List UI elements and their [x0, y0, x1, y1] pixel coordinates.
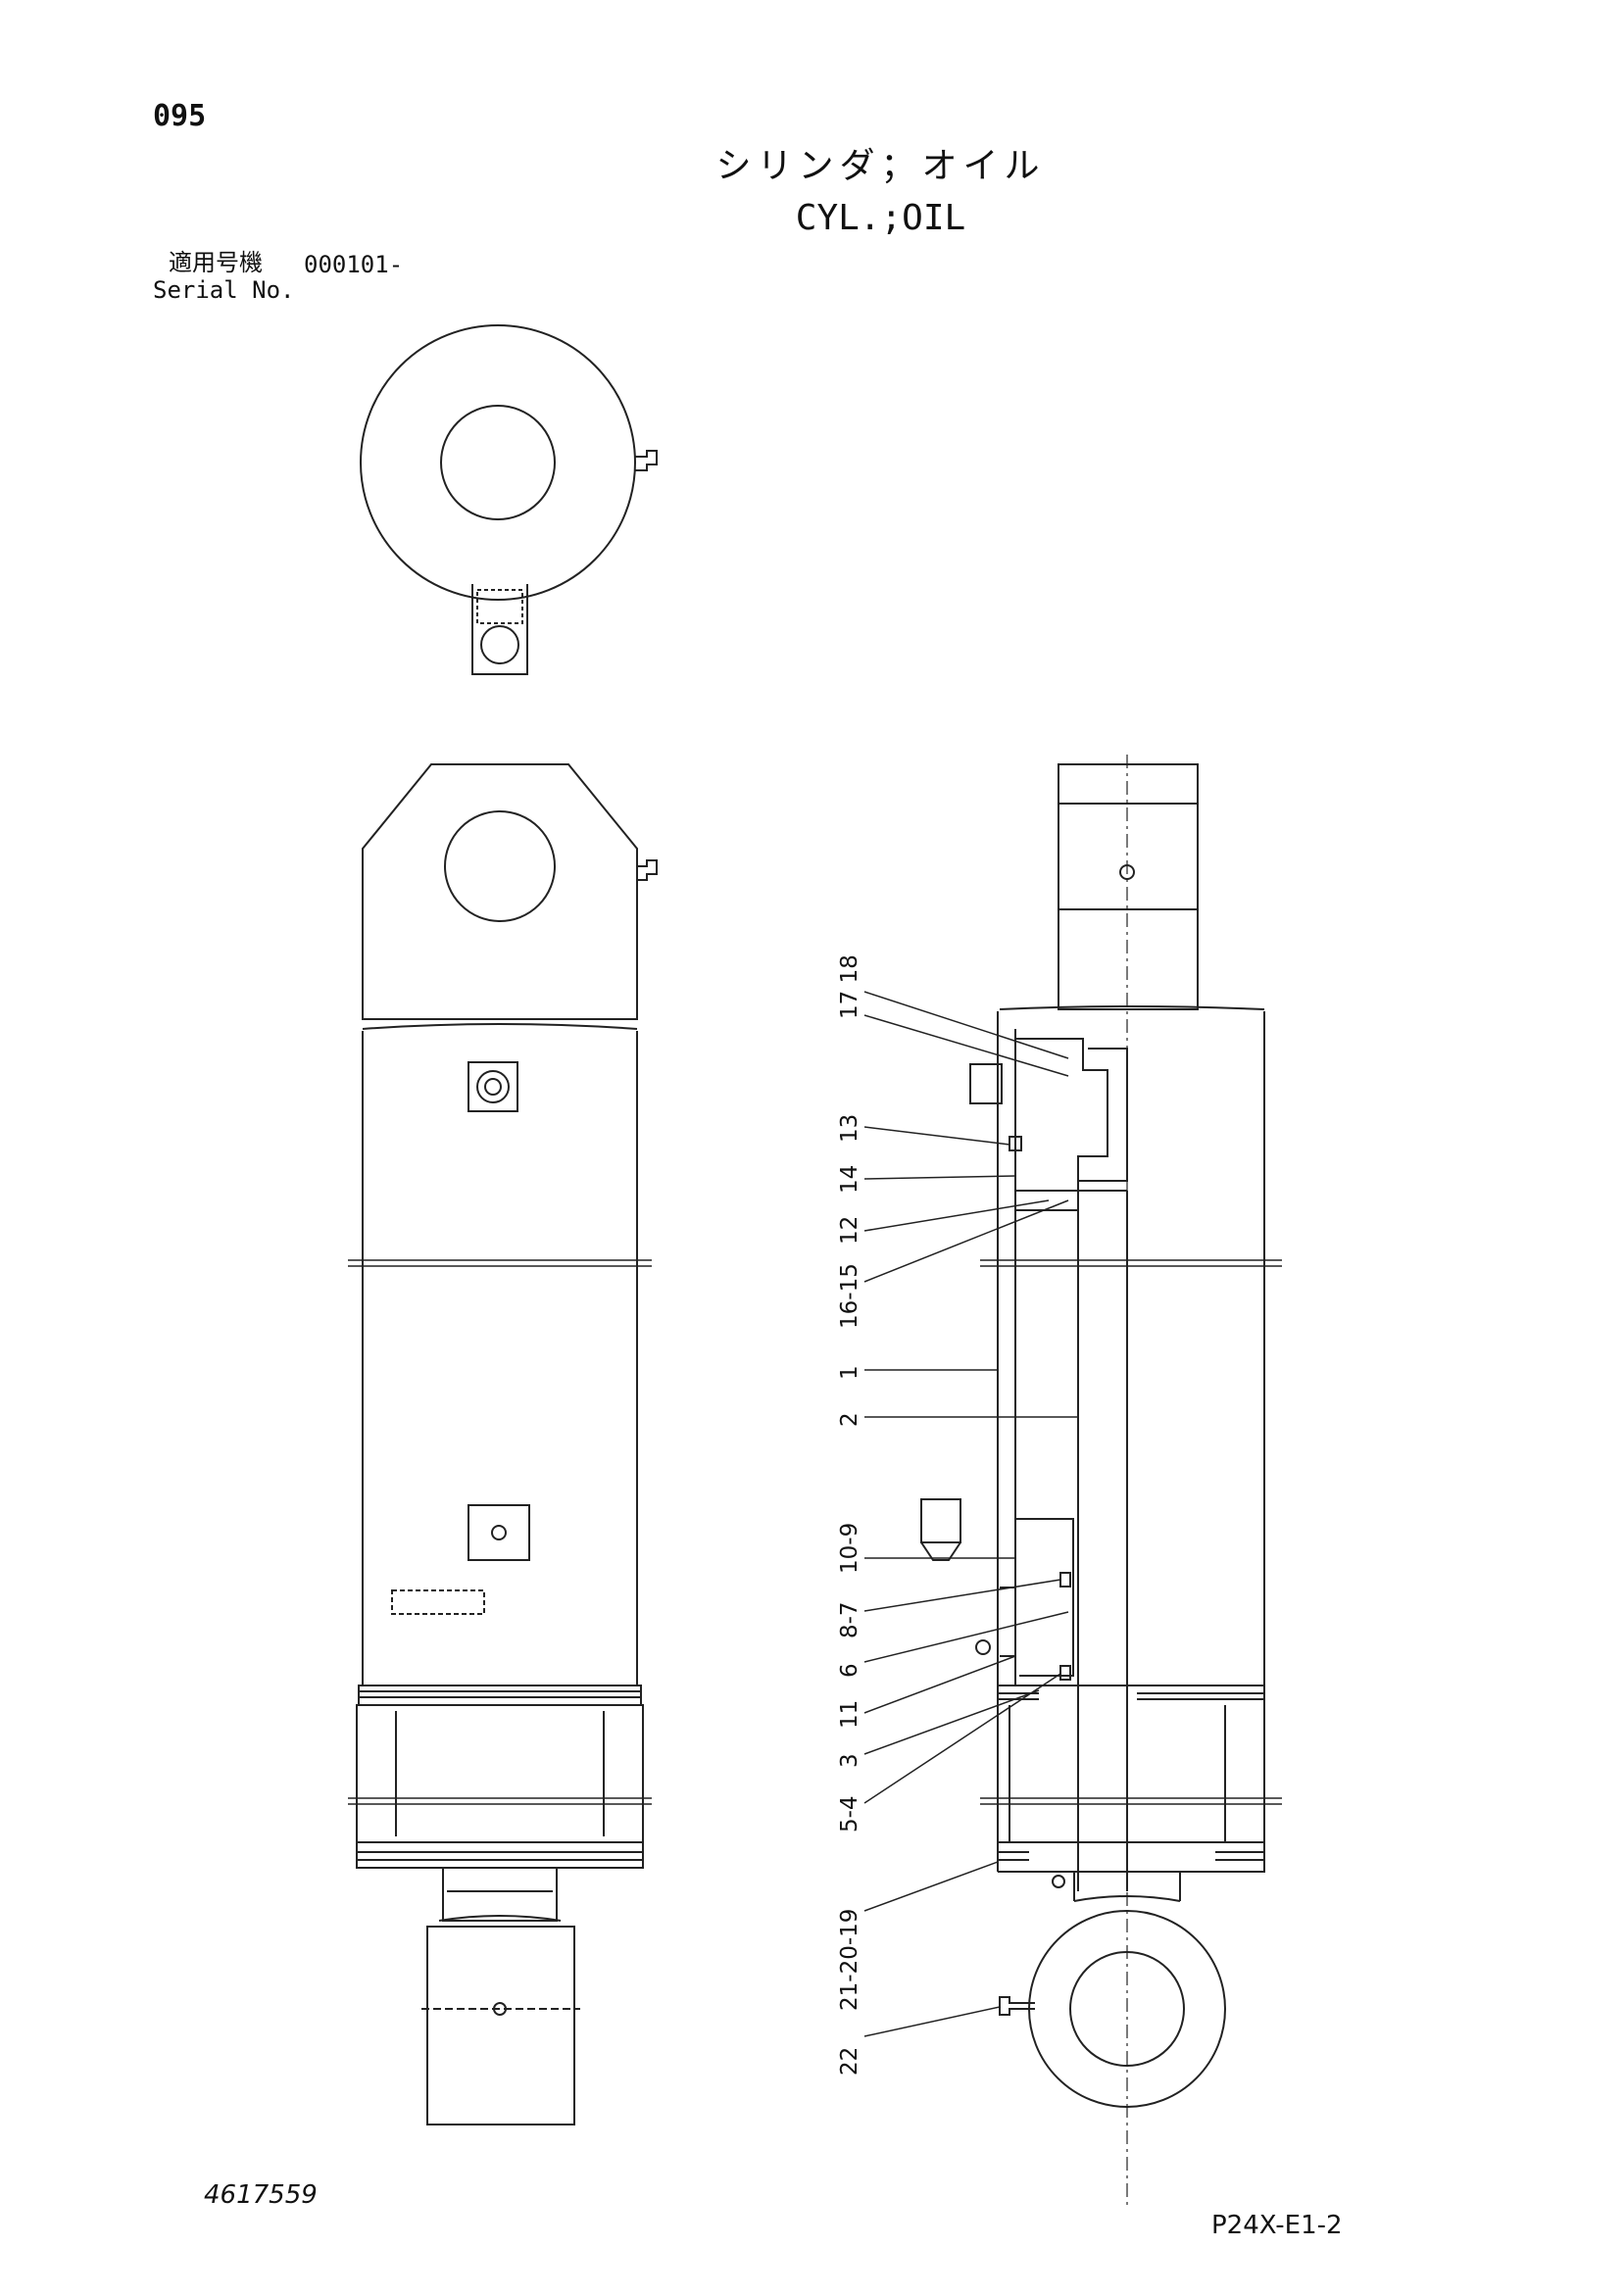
serial-range: 000101- — [304, 251, 404, 278]
callout-10-9: 10-9 — [837, 1523, 862, 1574]
left-cylinder-tube — [362, 1031, 638, 1686]
left-rod — [442, 1868, 558, 1922]
callout-22: 22 — [837, 2047, 862, 2076]
callout-11: 11 — [837, 1700, 862, 1729]
callout-17-18: 17 18 — [837, 954, 862, 1019]
top-view-outer-circle — [360, 324, 636, 601]
top-view-mount-lug — [471, 584, 528, 675]
page-title-japanese: シリンダ；オイル — [715, 146, 1046, 186]
left-elevation-view — [348, 763, 658, 2125]
right-section-view — [920, 755, 1282, 2205]
top-view-inner-bore — [440, 405, 556, 520]
right-piston-rod — [1077, 1191, 1128, 1891]
left-head — [356, 1704, 644, 1843]
callout-2: 2 — [837, 1412, 862, 1427]
drawing-number: 4617559 — [204, 2180, 318, 2210]
page-title-english: CYL.;OIL — [795, 198, 966, 238]
callout-16-15: 16-15 — [837, 1263, 862, 1329]
top-view-grease-fitting — [635, 450, 658, 471]
applicable-machine-label: 適用号機 — [169, 249, 263, 276]
right-cylinder-tube — [997, 1011, 1265, 1872]
callout-leader-lines — [863, 991, 1078, 2037]
left-grease-fitting — [637, 859, 658, 881]
right-rod-eye-bore — [1069, 1951, 1185, 2067]
left-clevis — [362, 763, 638, 1020]
callout-6: 6 — [837, 1663, 862, 1678]
left-rod-eye — [426, 1926, 575, 2125]
right-top-clevis — [1058, 763, 1199, 1010]
right-grease-fitting — [999, 1996, 1035, 2016]
top-view-lug-hole — [480, 625, 519, 664]
callout-1: 1 — [837, 1365, 862, 1380]
left-port-lower — [468, 1504, 530, 1561]
page-code: P24X-E1-2 — [1211, 2211, 1343, 2240]
top-view — [360, 324, 658, 675]
left-gland-rings — [358, 1685, 642, 1706]
callout-8-7: 8-7 — [837, 1601, 862, 1638]
callout-12: 12 — [837, 1216, 862, 1245]
left-clevis-pin-bore — [444, 810, 556, 922]
page-number: 095 — [153, 99, 207, 133]
callout-14: 14 — [837, 1165, 862, 1194]
callout-13: 13 — [837, 1114, 862, 1143]
callout-labels: 17 18 13 14 12 16-15 1 2 10-9 8-7 6 11 3… — [837, 954, 862, 2076]
serial-number-label: Serial No. — [153, 276, 295, 304]
left-nameplate — [391, 1589, 485, 1615]
callout-5-4: 5-4 — [837, 1795, 862, 1832]
callout-21-20-19: 21-20-19 — [837, 1909, 862, 2011]
left-port-upper — [468, 1061, 518, 1112]
callout-3: 3 — [837, 1753, 862, 1768]
top-view-lug-block — [476, 589, 523, 624]
